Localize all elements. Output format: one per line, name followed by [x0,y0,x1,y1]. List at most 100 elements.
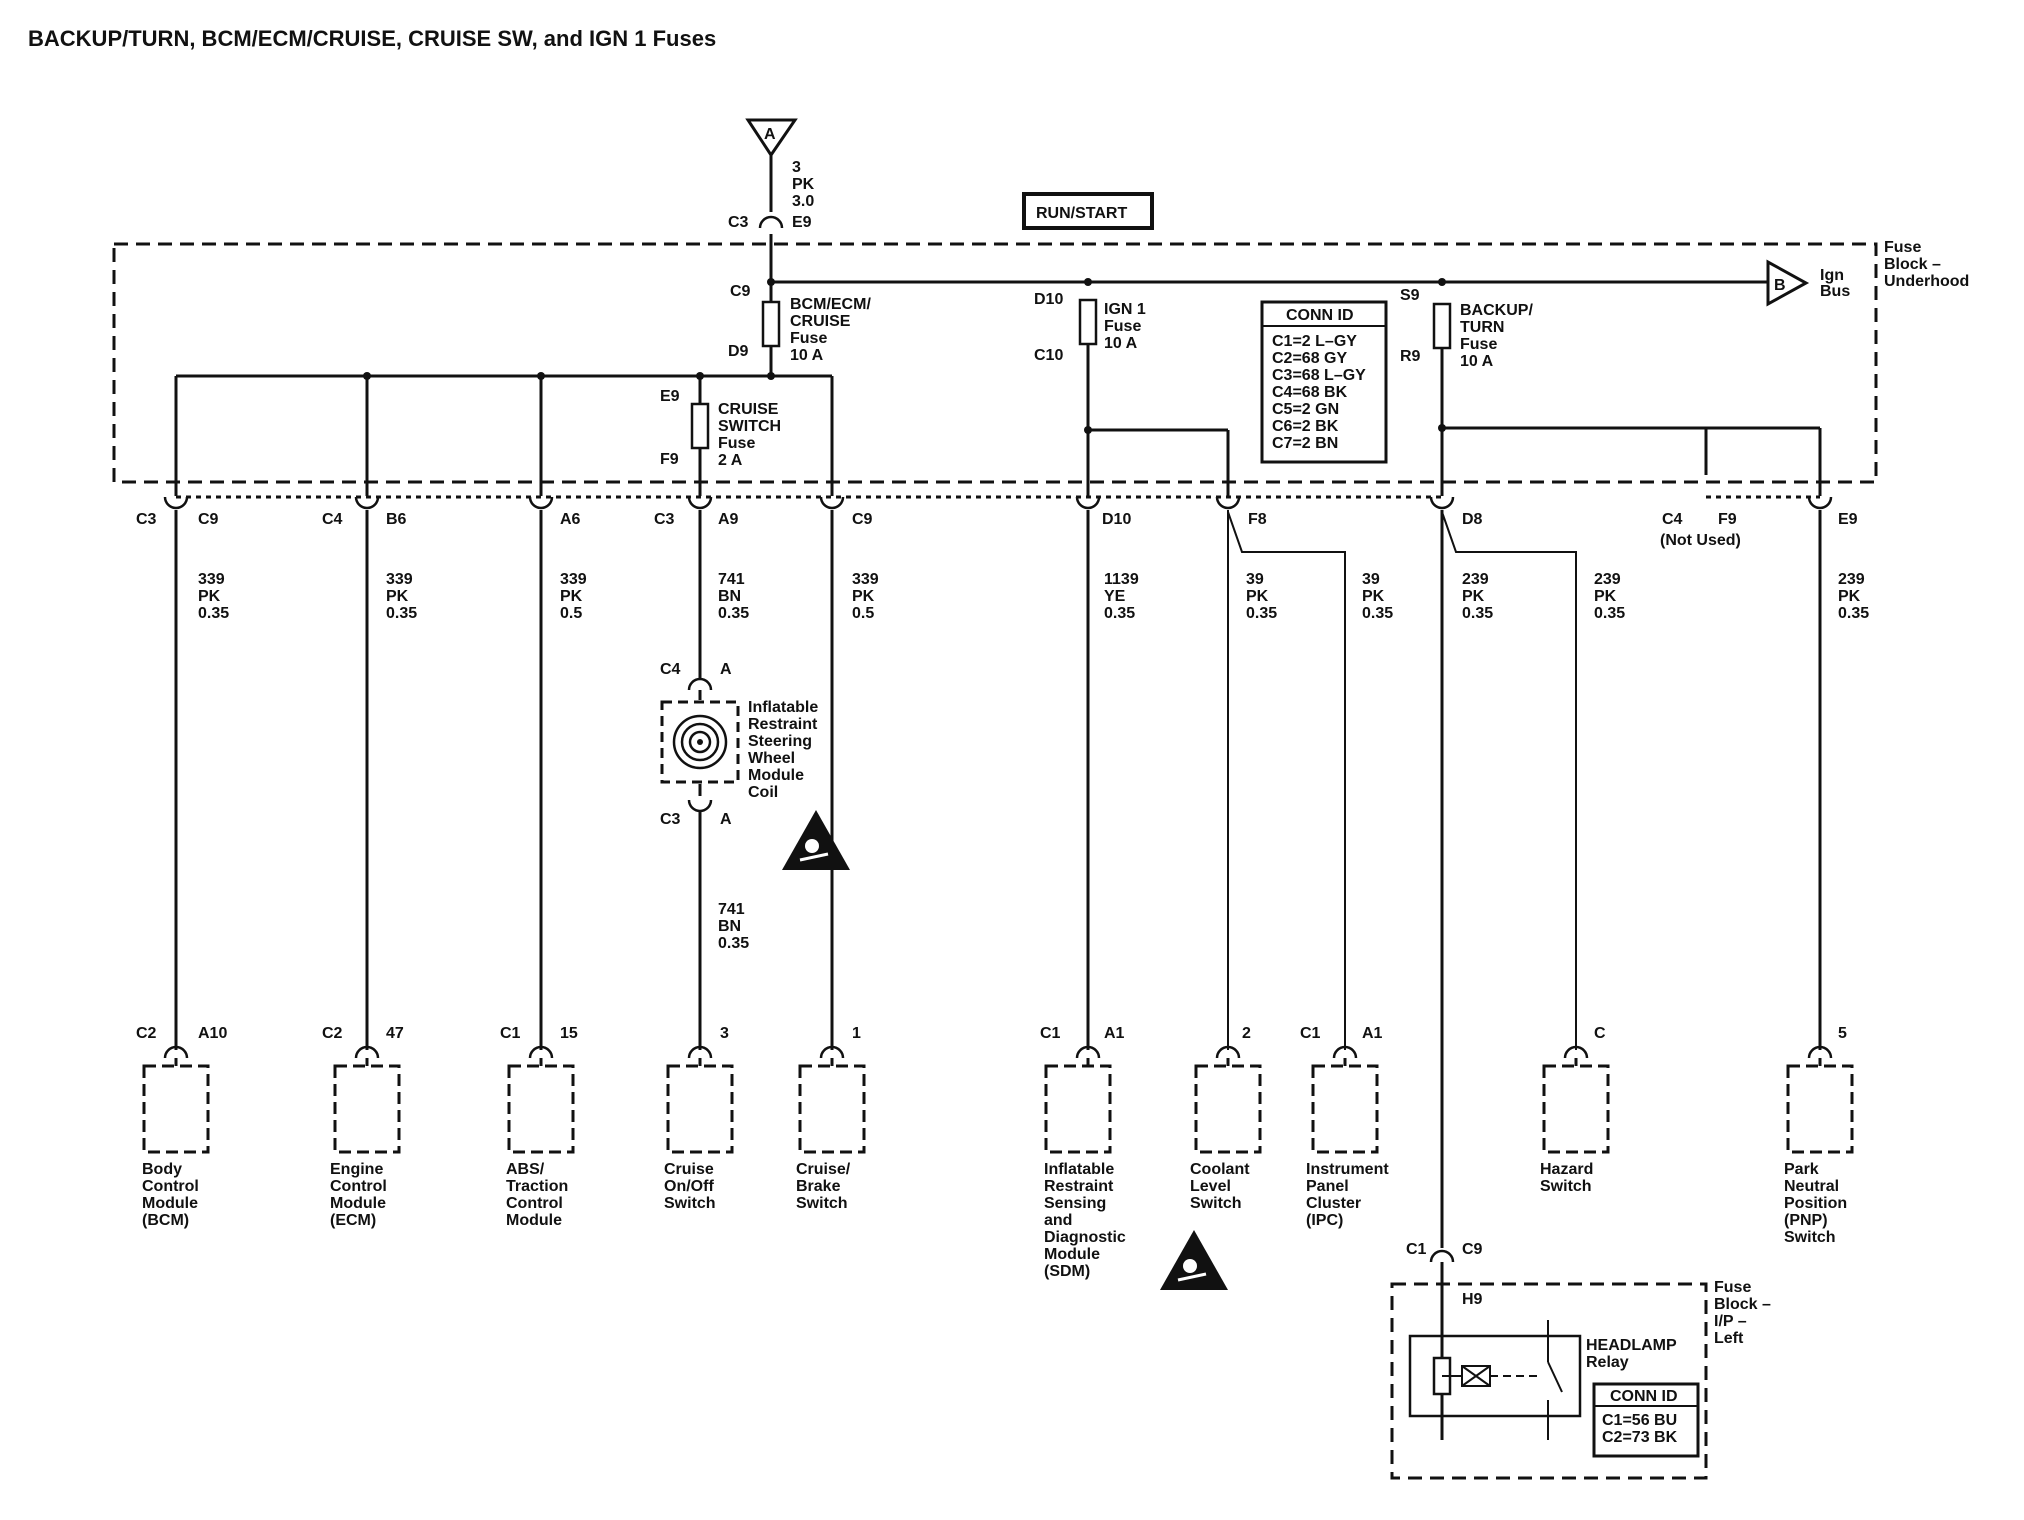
bcm-fuse-label-3: Fuse [790,330,827,347]
wire-10-circuit: 239 [1594,571,1621,588]
comp-3-label-3: Control [506,1195,563,1212]
fb-conn-9-name: C4 [1662,511,1683,528]
source-a-triangle: A [745,118,798,158]
airbag-warning-icon [782,810,850,870]
bcm-fuse-label-4: 10 A [790,347,824,364]
comp-1-conn: C2 [136,1025,157,1042]
fb-conn-5-pin: C9 [852,511,873,528]
coil-top-pin: A [720,661,732,678]
comp-7-pin: 2 [1242,1025,1251,1042]
comp-2-pin: 47 [386,1025,404,1042]
ign1-fuse-label-2: Fuse [1104,318,1141,335]
source-connector [758,215,784,229]
comp-3-label-2: Traction [506,1178,568,1195]
backup-fuse-top-pin: S9 [1400,287,1420,304]
ign-bus-arrow: B [1766,259,1810,307]
backup-fuse-bottom-pin: R9 [1400,348,1421,365]
svg-text:C1=2 L–GY: C1=2 L–GY [1272,333,1357,350]
coil-wire2-size: 0.35 [718,935,749,952]
backup-fuse-label-1: BACKUP/ [1460,302,1533,319]
comp-2-conn: C2 [322,1025,343,1042]
comp-1-pin: A10 [198,1025,227,1042]
coil-label-2: Restraint [748,716,818,733]
coil-label-1: Inflatable [748,699,818,716]
wire-8-size: 0.35 [1362,605,1393,622]
headlamp-conn: C1 [1406,1241,1427,1258]
run-start-label: RUN/START [1022,192,1154,230]
fb-conn-3-pin: A6 [560,511,581,528]
bcm-fuse-top-pin: C9 [730,283,751,300]
ign-bus-label-2: Bus [1820,283,1850,300]
fb-conn-8-pin: D8 [1462,511,1483,528]
wire-6-color: YE [1104,588,1126,605]
ip-block-label-1: Fuse [1714,1279,1751,1296]
fb-conn-1-pin: C9 [198,511,219,528]
wire-9-size: 0.35 [1462,605,1493,622]
svg-text:C6=2 BK: C6=2 BK [1272,418,1339,435]
comp-3-conn: C1 [500,1025,521,1042]
ign1-fuse-bottom-pin: C10 [1034,347,1063,364]
fuse-block-underhood [112,242,1878,484]
clockspring-coil [660,700,740,784]
wire-5-circuit: 339 [852,571,879,588]
wire-7-color: PK [1246,588,1269,605]
comp-8-label-2: Panel [1306,1178,1349,1195]
fb-conn-2-pin: B6 [386,511,407,528]
comp-5-label-2: Brake [796,1178,841,1195]
ign1-fuse-label-3: 10 A [1104,335,1138,352]
wire-3-size: 0.5 [560,605,582,622]
conn-id-table-ip: CONN ID C1=56 BU C2=73 BK [1592,1382,1700,1458]
conn-id-table-underhood: CONN ID C1=2 L–GY C2=68 GY C3=68 L–GY C4… [1260,300,1388,464]
comp-6-label-3: Sensing [1044,1195,1106,1212]
wire-3-circuit: 339 [560,571,587,588]
fb-connectors [163,496,1833,510]
comp-6-label-5: Diagnostic [1044,1229,1126,1246]
wire-9-color: PK [1462,588,1485,605]
fb-conn-2-name: C4 [322,511,343,528]
comp-8-label-3: Cluster [1306,1195,1361,1212]
bcm-ecm-cruise-fuse [761,300,781,348]
svg-text:B: B [1774,277,1786,294]
svg-text:C5=2 GN: C5=2 GN [1272,401,1339,418]
fb-conn-1-name: C3 [136,511,157,528]
coil-label-5: Module [748,767,804,784]
fuse-block-ip-left [1390,1282,1708,1480]
comp-6-label-4: and [1044,1212,1072,1229]
wire-2-color: PK [386,588,409,605]
comp-1-label-4: (BCM) [142,1212,189,1229]
wire-10-color: PK [1594,588,1617,605]
wire-1-size: 0.35 [198,605,229,622]
comp-7-label-2: Level [1190,1178,1231,1195]
wire-4-color: BN [718,588,741,605]
comp-6-label-2: Restraint [1044,1178,1114,1195]
fb-conn-4-pin: A9 [718,511,739,528]
cruise-switch-fuse [690,402,710,450]
comp-10-label-4: (PNP) [1784,1212,1828,1229]
wire-6-size: 0.35 [1104,605,1135,622]
ign1-fuse-label-1: IGN 1 [1104,301,1146,318]
svg-text:C2=73 BK: C2=73 BK [1602,1429,1678,1446]
cruise-fuse-label-2: SWITCH [718,418,781,435]
wire-7-circuit: 39 [1246,571,1264,588]
ign-bus-label-1: Ign [1820,267,1844,284]
wire-4-size: 0.35 [718,605,749,622]
comp-10-label-3: Position [1784,1195,1847,1212]
comp-10-label-2: Neutral [1784,1178,1839,1195]
coil-top-connector [687,677,713,691]
ign1-fuse-top-pin: D10 [1034,291,1063,308]
comp-3-label-4: Module [506,1212,562,1229]
source-connector-name: C3 [728,214,749,231]
comp-8-label-1: Instrument [1306,1161,1389,1178]
coil-bottom-connector [687,799,713,813]
coil-wire2-circuit: 741 [718,901,745,918]
comp-1-label-2: Control [142,1178,199,1195]
svg-text:A: A [764,126,776,143]
diagram-title: BACKUP/TURN, BCM/ECM/CRUISE, CRUISE SW, … [28,26,716,51]
fb-conn-4-name: C3 [654,511,675,528]
coil-label-6: Coil [748,784,778,801]
ip-block-label-3: I/P – [1714,1313,1747,1330]
coil-bottom-conn: C3 [660,811,681,828]
headlamp-inner-pin: H9 [1462,1291,1483,1308]
coil-bottom-pin: A [720,811,732,828]
